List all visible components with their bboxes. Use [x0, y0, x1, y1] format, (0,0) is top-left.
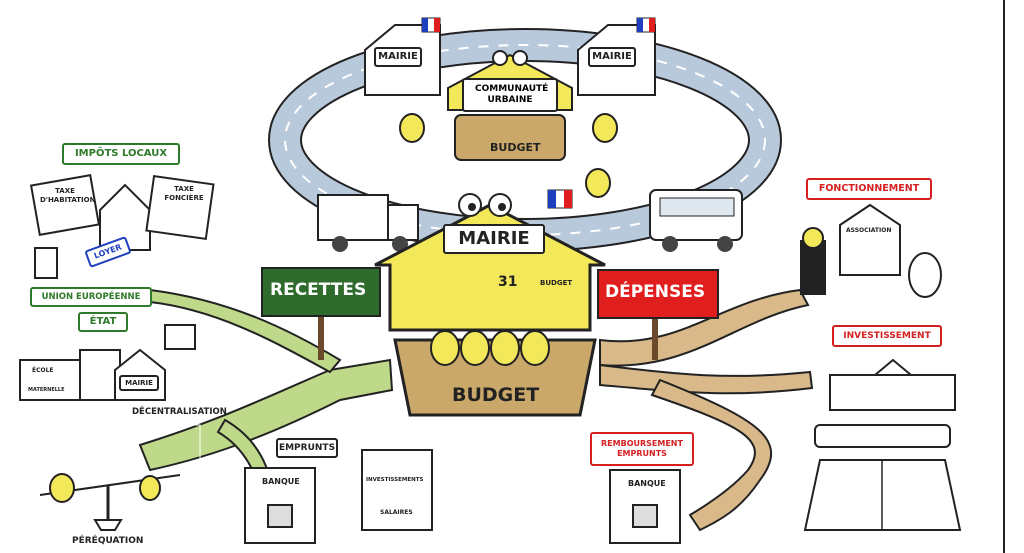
- budget-doc-label: BUDGET: [540, 279, 573, 287]
- investissement-text: INVESTISSEMENT: [843, 330, 931, 341]
- calculator-icon: [34, 247, 58, 279]
- budget-main-label: BUDGET: [452, 384, 540, 406]
- fonctionnement-text: FONCTIONNEMENT: [818, 183, 920, 195]
- banque-right-label: BANQUE: [628, 479, 666, 488]
- depenses-sign-text: DÉPENSES: [605, 282, 706, 302]
- communaute-urbaine-text: COMMUNAUTÉ URBAINE: [475, 84, 549, 105]
- investissements-board: [361, 449, 433, 531]
- depenses-sign-board: [597, 269, 719, 319]
- budget-basket: [393, 330, 597, 417]
- mairie-small-label: MAIRIE: [119, 375, 159, 391]
- taxe-fonciere-label: TAXE FONCIÈRE: [164, 185, 204, 203]
- emprunts-label: EMPRUNTS: [276, 438, 338, 458]
- perequation-label: PÉRÉQUATION: [72, 536, 144, 546]
- maternelle-label: MATERNELLE: [28, 387, 65, 393]
- communaute-urbaine-label: COMMUNAUTÉ URBAINE: [462, 78, 558, 112]
- mayor-figure: [800, 227, 826, 295]
- school-building: [829, 358, 956, 411]
- mairie-label-text: MAIRIE: [378, 51, 418, 62]
- perequation-scale: [19, 424, 201, 531]
- remboursement-emprunts-label: REMBOURSEMENT EMPRUNTS: [590, 432, 694, 466]
- eye-icon: [492, 50, 508, 66]
- salaires-label: SALAIRES: [380, 509, 413, 516]
- eye-icon: [512, 50, 528, 66]
- etat-label: ÉTAT: [78, 312, 128, 332]
- tram-icon: [814, 424, 951, 448]
- bus-icon: [649, 189, 743, 252]
- calendar-icon: [164, 324, 196, 350]
- impots-locaux-scene: [29, 174, 215, 279]
- remboursement-emprunts-text: REMBOURSEMENT EMPRUNTS: [601, 438, 683, 458]
- fonctionnement-label: FONCTIONNEMENT: [806, 178, 932, 200]
- mairie-label-top-right: MAIRIE: [588, 47, 636, 67]
- union-europeenne-label: UNION EUROPÉENNE: [30, 287, 152, 307]
- safe-icon: [267, 504, 293, 528]
- bank-right: [609, 469, 681, 544]
- investissements-label: INVESTISSEMENTS: [366, 477, 424, 483]
- recettes-sign-text: RECETTES: [270, 280, 367, 300]
- decentralisation-label: DÉCENTRALISATION: [132, 407, 227, 417]
- association-label: ASSOCIATION: [846, 227, 892, 234]
- budget-small-label: BUDGET: [490, 141, 541, 154]
- recettes-post: [318, 300, 324, 360]
- bank-left: [244, 467, 316, 544]
- taxe-habitation-label: TAXE D'HABITATION: [40, 187, 96, 205]
- basketball-court: [803, 459, 962, 531]
- impots-locaux-label: IMPÔTS LOCAUX: [62, 143, 180, 165]
- mairie-label-top-left: MAIRIE: [374, 47, 422, 67]
- money-bags-basket: [430, 330, 550, 366]
- impots-locaux-text: IMPÔTS LOCAUX: [74, 148, 168, 159]
- mairie-main-label: MAIRIE: [443, 224, 545, 254]
- ecole-label: ÉCOLE: [32, 367, 54, 374]
- safe-icon: [632, 504, 658, 528]
- etat-text: ÉTAT: [89, 316, 117, 327]
- mairie-main-text: MAIRIE: [458, 228, 530, 249]
- banque-left-label: BANQUE: [262, 477, 300, 486]
- mairie-main-building: [374, 189, 606, 332]
- recettes-path: [138, 288, 394, 504]
- garbage-truck-icon: [317, 194, 419, 252]
- mairie-label-text: MAIRIE: [592, 51, 632, 62]
- union-europeenne-text: UNION EUROPÉENNE: [41, 291, 141, 302]
- emprunts-text: EMPRUNTS: [278, 442, 336, 453]
- depenses-post: [652, 300, 658, 360]
- recettes-sign-board: [261, 267, 381, 317]
- association-building: [839, 203, 901, 276]
- investissement-label: INVESTISSEMENT: [832, 325, 942, 347]
- mairie-small-text: MAIRIE: [125, 378, 153, 387]
- money-bag-character: [908, 252, 942, 298]
- money-bags-ring: [399, 113, 618, 198]
- calendar-day-label: 31: [498, 274, 518, 290]
